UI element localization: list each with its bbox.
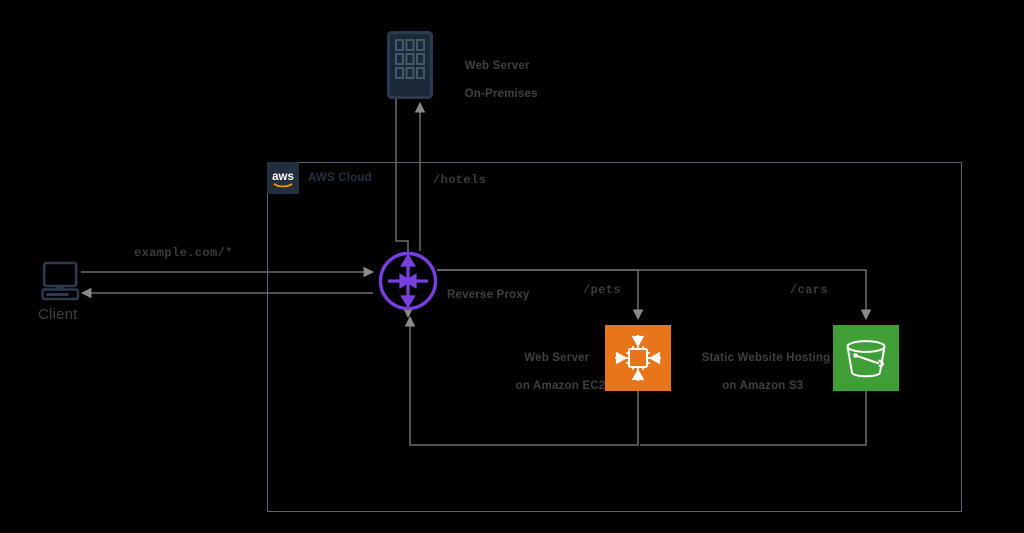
web-server-onprem-node: [387, 31, 433, 100]
svg-text:aws: aws: [272, 171, 294, 183]
web-server-ec2-label-line1: Web Server: [524, 352, 590, 364]
static-site-s3-label-line2: on Amazon S3: [722, 380, 804, 392]
client-node: [41, 261, 83, 306]
web-server-ec2-node: [605, 325, 671, 391]
aws-cloud-label: AWS Cloud: [308, 172, 372, 184]
ec2-instance-icon: [615, 335, 661, 381]
server-rack-icon: [387, 31, 433, 100]
s3-bucket-icon: [846, 340, 886, 378]
static-site-s3-label: Static Website Hosting on Amazon S3: [688, 337, 831, 407]
route-label-root: example.com/*: [134, 246, 233, 260]
web-server-onprem-label: Web Server On-Premises: [451, 45, 538, 115]
route-label-cars: /cars: [790, 283, 829, 297]
reverse-proxy-node: [378, 251, 438, 311]
aws-cloud-container: [267, 162, 962, 512]
reverse-proxy-label: Reverse Proxy: [447, 289, 530, 301]
static-site-s3-label-line1: Static Website Hosting: [701, 352, 831, 364]
route-label-pets: /pets: [583, 283, 622, 297]
client-label: Client: [38, 306, 78, 323]
web-server-onprem-label-line1: Web Server: [464, 60, 530, 72]
web-server-ec2-label-line2: on Amazon EC2: [515, 380, 606, 392]
router-icon: [378, 251, 438, 311]
route-label-hotels: /hotels: [433, 173, 487, 187]
aws-logo-icon: aws: [267, 162, 299, 194]
web-server-ec2-label: Web Server on Amazon EC2: [502, 337, 606, 407]
web-server-onprem-label-line2: On-Premises: [464, 88, 538, 100]
laptop-icon: [41, 261, 80, 301]
static-site-s3-node: [833, 325, 899, 391]
